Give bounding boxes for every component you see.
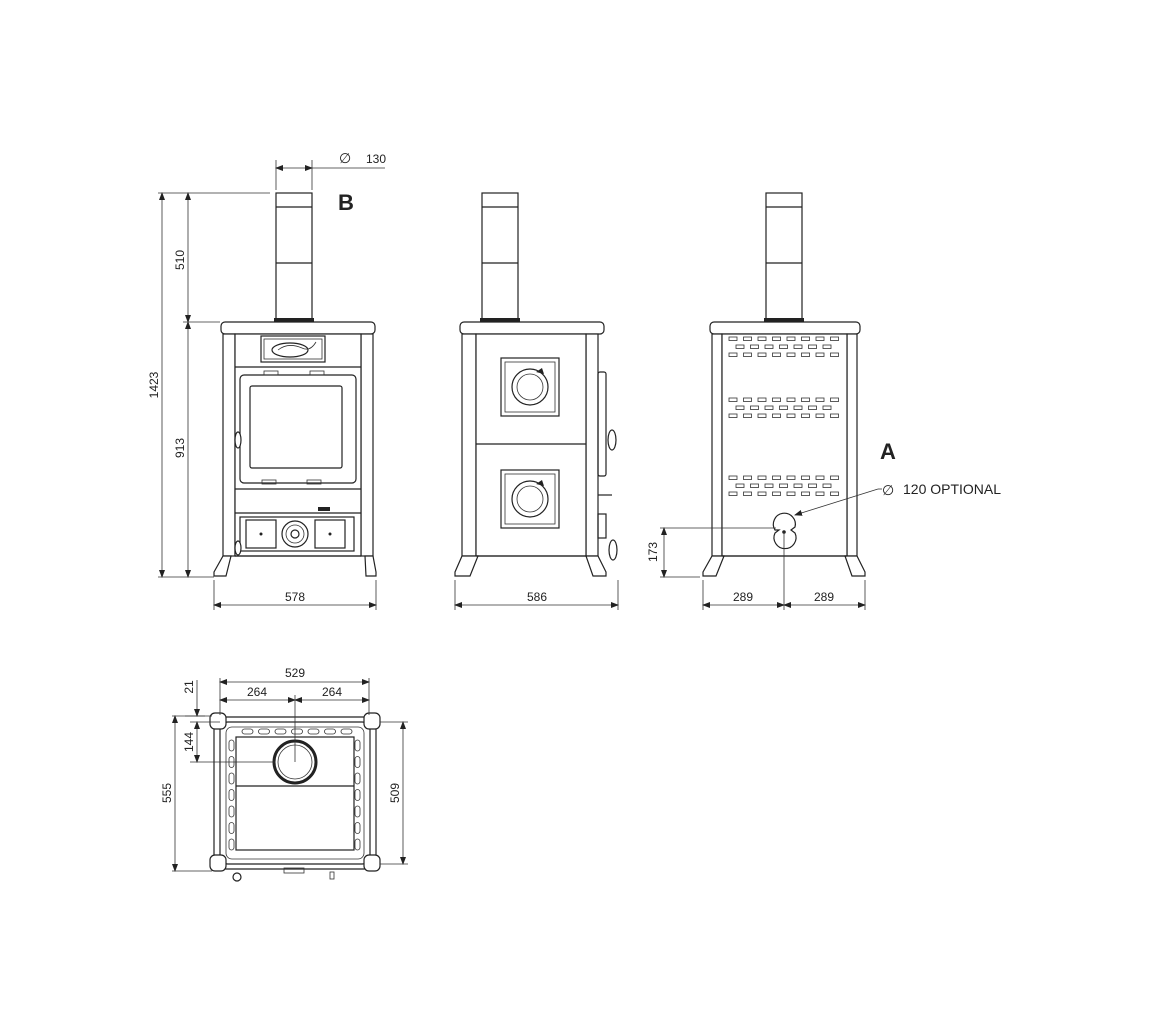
flue-pipe bbox=[275, 192, 313, 322]
side-depth-label: 586 bbox=[527, 590, 547, 604]
front-width-label: 578 bbox=[285, 590, 305, 604]
left-foot bbox=[213, 555, 232, 577]
door-handle bbox=[234, 431, 242, 449]
fire-door bbox=[239, 374, 357, 484]
optional-outlet bbox=[772, 512, 797, 550]
top-offset-label: 21 bbox=[182, 680, 196, 694]
decorative-medallion bbox=[500, 469, 560, 529]
half-left-label: 264 bbox=[247, 685, 267, 699]
side-view: 586 bbox=[454, 192, 619, 610]
top-vent-slots bbox=[228, 728, 361, 851]
overall-width-label: 529 bbox=[285, 666, 305, 680]
outlet-height-label: 173 bbox=[646, 542, 660, 562]
door-handle bbox=[607, 429, 617, 451]
flue-diameter-label: 130 bbox=[366, 152, 386, 166]
top-plate bbox=[220, 321, 376, 335]
body-depth-label: 509 bbox=[388, 783, 402, 803]
right-foot bbox=[364, 555, 377, 577]
ventilation-slots bbox=[728, 336, 839, 496]
glass-window bbox=[249, 385, 343, 469]
section-b-label: B bbox=[338, 190, 354, 215]
rear-view: ∅ 120 OPTIONAL A 173 289 289 bbox=[646, 192, 1001, 610]
decorative-medallion bbox=[500, 357, 560, 417]
right-offset-label: 289 bbox=[814, 590, 834, 604]
optional-outlet-label: 120 OPTIONAL bbox=[903, 481, 1001, 497]
top-view: 529 264 264 21 144 555 509 bbox=[160, 666, 408, 882]
diameter-symbol: ∅ bbox=[882, 482, 894, 498]
front-view: ∅ 130 B 1423 510 913 578 bbox=[147, 150, 386, 610]
diameter-symbol: ∅ bbox=[339, 150, 351, 166]
ash-drawer bbox=[239, 516, 355, 552]
half-right-label: 264 bbox=[322, 685, 342, 699]
section-a-label: A bbox=[880, 439, 896, 464]
overall-depth-label: 555 bbox=[160, 783, 174, 803]
stove-body bbox=[234, 333, 362, 557]
rear-panel bbox=[721, 333, 848, 557]
flue-pipe bbox=[481, 192, 519, 322]
flue-offset-label: 144 bbox=[182, 732, 196, 752]
flue-height-label: 510 bbox=[173, 250, 187, 270]
total-height-label: 1423 bbox=[147, 371, 161, 398]
body-height-label: 913 bbox=[173, 438, 187, 458]
air-regulator-knob bbox=[281, 520, 309, 548]
flue-pipe bbox=[765, 192, 803, 322]
side-panel bbox=[475, 333, 587, 557]
left-offset-label: 289 bbox=[733, 590, 753, 604]
